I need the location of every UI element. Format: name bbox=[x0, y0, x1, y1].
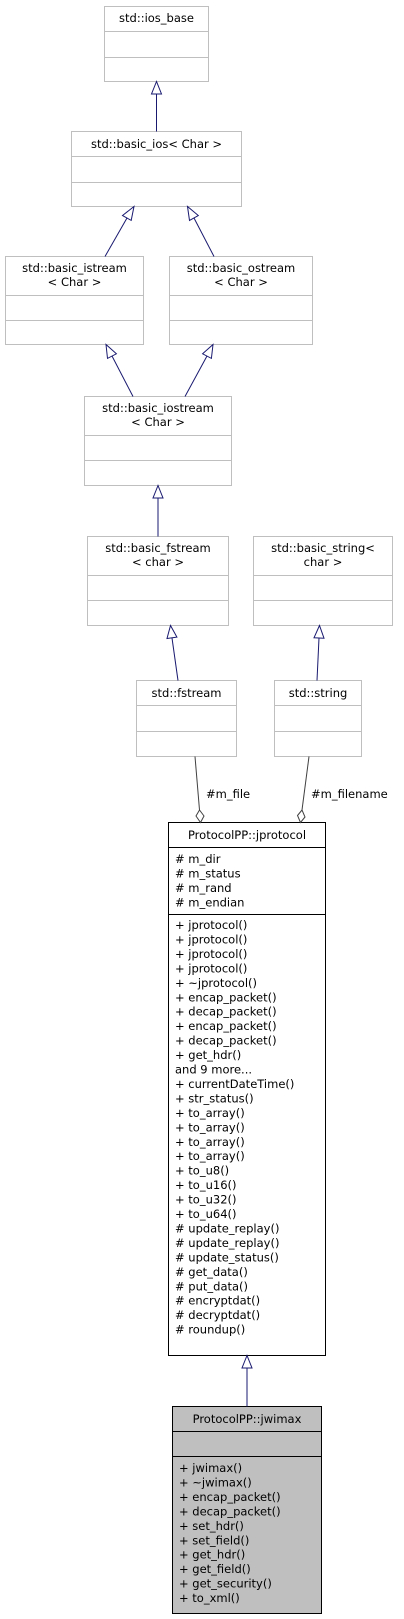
class-title-line2: < Char > bbox=[214, 275, 268, 289]
class-title-line2: char > bbox=[304, 555, 343, 569]
member-operation: + to_array() bbox=[175, 1120, 245, 1134]
class-jprotocol[interactable]: ProtocolPP::jprotocol # m_dir# m_status#… bbox=[168, 822, 326, 1356]
member-operation: + jprotocol() bbox=[175, 932, 247, 946]
class-jwimax[interactable]: ProtocolPP::jwimax + jwimax()+ ~jwimax()… bbox=[172, 1406, 322, 1614]
class-basic-istream[interactable]: std::basic_istream < Char > bbox=[5, 256, 144, 345]
member-operation: and 9 more... bbox=[175, 1063, 252, 1077]
member-operation: + decap_packet() bbox=[175, 1005, 277, 1019]
class-basic-ios[interactable]: std::basic_ios< Char > bbox=[71, 131, 242, 207]
member-operation: + to_array() bbox=[175, 1135, 245, 1149]
aggregation-m-filename: #m_filename bbox=[296, 756, 388, 824]
member-operation: # encryptdat() bbox=[175, 1294, 260, 1308]
member-attribute: # m_status bbox=[175, 866, 241, 880]
operation-list: + jwimax()+ ~jwimax()+ encap_packet()+ d… bbox=[179, 1461, 281, 1605]
member-operation: # put_data() bbox=[175, 1279, 248, 1293]
class-title: std::string bbox=[289, 686, 348, 700]
member-operation: + ~jwimax() bbox=[179, 1475, 252, 1489]
member-operation: + str_status() bbox=[175, 1091, 254, 1105]
class-title: ProtocolPP::jprotocol bbox=[188, 828, 306, 842]
member-operation: # update_replay() bbox=[175, 1236, 279, 1250]
member-attribute: # m_endian bbox=[175, 895, 244, 909]
member-operation: + decap_packet() bbox=[179, 1504, 281, 1518]
member-operation: # get_data() bbox=[175, 1265, 248, 1279]
edge-label-m-filename: #m_filename bbox=[311, 787, 388, 801]
class-title: std::fstream bbox=[152, 686, 222, 700]
class-title: std::basic_string< bbox=[271, 541, 375, 555]
member-operation: + get_security() bbox=[179, 1577, 272, 1591]
inheritance-basic-ostream-to-basic-ios bbox=[186, 205, 215, 257]
aggregation-m-file: #m_file bbox=[194, 756, 250, 824]
member-operation: + to_array() bbox=[175, 1149, 245, 1163]
member-operation: # roundup() bbox=[175, 1323, 245, 1337]
member-attribute: # m_rand bbox=[175, 881, 232, 895]
class-title: ProtocolPP::jwimax bbox=[193, 1412, 302, 1426]
member-operation: + encap_packet() bbox=[175, 990, 277, 1004]
member-operation: + ~jprotocol() bbox=[175, 976, 257, 990]
member-operation: + to_u32() bbox=[175, 1193, 236, 1207]
member-operation: + jprotocol() bbox=[175, 947, 247, 961]
class-title-line2: < Char > bbox=[131, 415, 185, 429]
inheritance-basic-iostream-to-basic-istream bbox=[105, 343, 134, 397]
inheritance-basic-istream-to-basic-ios bbox=[104, 205, 135, 257]
member-operation: + jprotocol() bbox=[175, 918, 247, 932]
member-operation: # update_replay() bbox=[175, 1221, 279, 1235]
member-operation: + decap_packet() bbox=[175, 1034, 277, 1048]
inheritance-basic-ios-to-ios-base bbox=[150, 80, 163, 132]
attribute-list: # m_dir# m_status# m_rand# m_endian bbox=[175, 852, 244, 909]
member-operation: + get_field() bbox=[179, 1562, 251, 1576]
class-basic-iostream[interactable]: std::basic_iostream < Char > bbox=[84, 396, 232, 486]
member-operation: + jwimax() bbox=[179, 1461, 242, 1475]
member-operation: # decryptdat() bbox=[175, 1308, 260, 1322]
class-title-line2: < Char > bbox=[48, 275, 102, 289]
member-operation: + to_xml() bbox=[179, 1591, 240, 1605]
member-operation: + encap_packet() bbox=[179, 1490, 281, 1504]
member-operation: + currentDateTime() bbox=[175, 1077, 294, 1091]
member-operation: # update_status() bbox=[175, 1250, 279, 1264]
class-title: std::basic_iostream bbox=[102, 401, 214, 415]
member-operation: + to_u16() bbox=[175, 1178, 236, 1192]
class-basic-string[interactable]: std::basic_string< char > bbox=[253, 536, 393, 626]
class-string[interactable]: std::string bbox=[274, 680, 362, 757]
class-title-line2: < char > bbox=[132, 555, 184, 569]
class-title: std::basic_ostream bbox=[187, 261, 296, 275]
edge-label-m-file: #m_file bbox=[206, 787, 250, 801]
class-title: std::basic_fstream bbox=[105, 541, 211, 555]
class-title: std::ios_base bbox=[119, 11, 194, 25]
member-operation: + set_field() bbox=[179, 1533, 249, 1547]
class-title: std::basic_istream bbox=[22, 261, 127, 275]
inheritance-basic-fstream-to-basic-iostream bbox=[152, 484, 164, 537]
member-operation: + to_u64() bbox=[175, 1207, 236, 1221]
class-fstream[interactable]: std::fstream bbox=[136, 680, 237, 757]
member-operation: + get_hdr() bbox=[179, 1548, 245, 1562]
member-operation: + get_hdr() bbox=[175, 1048, 241, 1062]
inheritance-basic-iostream-to-basic-ostream bbox=[184, 343, 214, 397]
member-operation: + to_u8() bbox=[175, 1164, 229, 1178]
member-operation: + to_array() bbox=[175, 1106, 245, 1120]
operation-list: + jprotocol()+ jprotocol()+ jprotocol()+… bbox=[175, 918, 294, 1337]
class-ios-base[interactable]: std::ios_base bbox=[104, 6, 209, 82]
inheritance-jwimax-to-jprotocol bbox=[241, 1354, 253, 1407]
class-title: std::basic_ios< Char > bbox=[91, 137, 222, 151]
member-operation: + set_hdr() bbox=[179, 1519, 244, 1533]
member-operation: + jprotocol() bbox=[175, 961, 247, 975]
class-basic-fstream[interactable]: std::basic_fstream < char > bbox=[87, 536, 229, 626]
inheritance-fstream-to-basic-fstream bbox=[166, 624, 179, 681]
member-operation: + encap_packet() bbox=[175, 1019, 277, 1033]
member-attribute: # m_dir bbox=[175, 852, 221, 866]
class-basic-ostream[interactable]: std::basic_ostream < Char > bbox=[169, 256, 313, 345]
inheritance-string-to-basic-string bbox=[313, 624, 325, 681]
